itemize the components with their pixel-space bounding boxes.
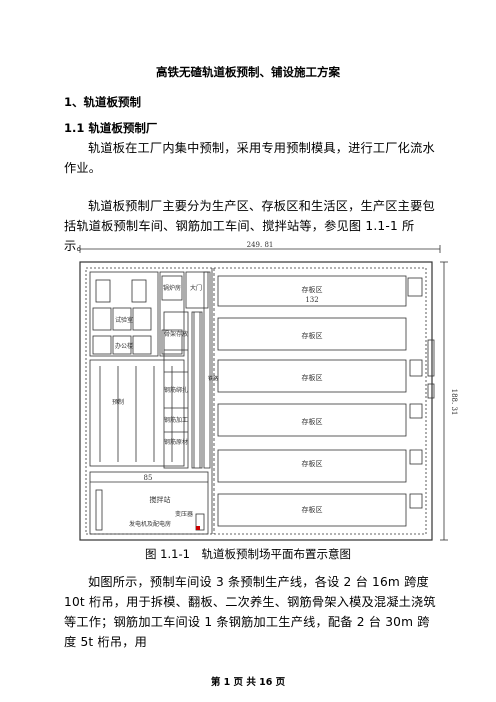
storage-zone-1: 存板区	[302, 285, 323, 294]
boiler-room-label: 锅炉房	[163, 284, 181, 292]
paragraph-1: 轨道板在工厂内集中预制，采用专用预制模具，进行工厂化流水作业。	[64, 141, 435, 175]
document-title: 高铁无碴轨道板预制、铺设施工方案	[156, 65, 340, 79]
storage-zone-2: 存板区	[302, 331, 323, 340]
office-label: 办公楼	[115, 342, 133, 350]
subsection-heading: 1.1 轨道板预制厂	[64, 121, 158, 135]
rebar-material-label: 钢筋原材	[164, 438, 188, 446]
paragraph-2: 轨道板预制厂主要分为生产区、存板区和生活区，生产区主要包括轨道板预制车间、钢筋加…	[64, 199, 435, 253]
paragraph-3: 如图所示，预制车间设 3 条预制生产线，各设 2 台 16m 跨度 10t 桁吊…	[64, 575, 436, 649]
storage-zone-4: 存板区	[302, 417, 323, 426]
transformer-label: 变压器	[175, 510, 193, 518]
mixing-station-label: 搅拌站	[150, 495, 171, 504]
dimension-inner: 132	[305, 296, 318, 304]
precast-workshop-label: 预制	[112, 398, 124, 406]
generator-room-label: 发电机及配电房	[129, 520, 171, 528]
storage-zone-5: 存板区	[302, 459, 323, 468]
railway-label: 铁路	[208, 375, 218, 382]
storage-zone-6: 存板区	[302, 505, 323, 514]
rebar-processing-label: 钢筋加工	[164, 416, 188, 424]
storage-zone-3: 存板区	[302, 373, 323, 382]
section-heading: 1、轨道板预制	[64, 95, 142, 109]
lab-label: 试验室	[115, 316, 133, 324]
dimension-height: 188. 31	[450, 389, 458, 416]
gate-label: 大门	[190, 284, 202, 292]
dimension-width: 249. 81	[247, 241, 274, 249]
rebar-binding-label: 钢筋绑扎	[164, 386, 188, 394]
figure-caption: 图 1.1-1 轨道板预制场平面布置示意图	[145, 547, 351, 561]
dimension-mid: 85	[144, 474, 153, 482]
rebar-cage-storage-label: 骨架存放	[164, 330, 188, 338]
page-footer: 第 1 页 共 16 页	[210, 677, 286, 688]
